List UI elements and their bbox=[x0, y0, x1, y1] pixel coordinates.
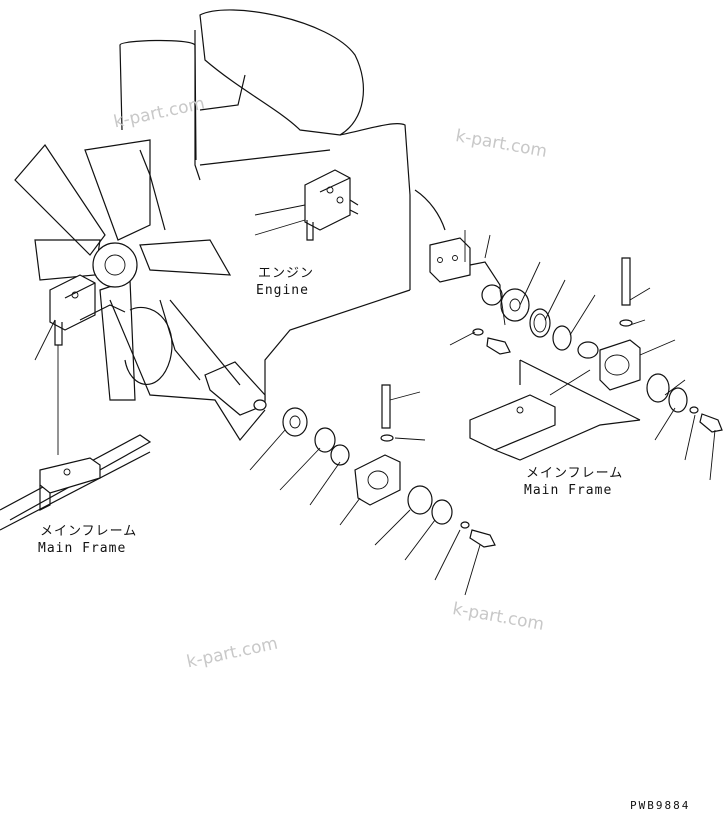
engine-mount-bracket-left bbox=[49, 274, 126, 455]
center-exploded-parts bbox=[282, 384, 496, 548]
bushing-c2 bbox=[330, 444, 350, 466]
main-frame-right-label-jp: メインフレーム bbox=[526, 466, 624, 481]
washer-r3 bbox=[619, 319, 633, 327]
main-frame-right-label-en: Main Frame bbox=[524, 483, 613, 498]
right-exploded-parts bbox=[472, 257, 723, 433]
engine-trunnion-arm bbox=[169, 299, 267, 416]
washer-r4 bbox=[472, 328, 484, 336]
drawing-code: PWB9884 bbox=[630, 799, 691, 812]
engine-label-en: Engine bbox=[256, 283, 309, 298]
bolt-c2 bbox=[469, 529, 496, 548]
washer-r2 bbox=[689, 406, 699, 414]
engine-label-jp: エンジン bbox=[258, 266, 315, 281]
main-frame-right bbox=[469, 359, 641, 461]
cooling-fan bbox=[14, 139, 232, 401]
bushing-c1 bbox=[314, 427, 336, 453]
bolt-r2 bbox=[621, 257, 631, 306]
collar-r1 bbox=[577, 341, 599, 359]
plate-r1 bbox=[668, 387, 688, 413]
bushing-r1 bbox=[529, 308, 551, 338]
seal-c1 bbox=[282, 407, 308, 437]
engine-mount-bracket-top bbox=[304, 169, 359, 241]
bolt-r3 bbox=[486, 337, 511, 355]
cap-c1 bbox=[354, 454, 401, 506]
washer-c2 bbox=[460, 521, 470, 529]
main-frame-left bbox=[0, 434, 152, 531]
engine-outline bbox=[109, 9, 411, 442]
cap-r1 bbox=[599, 339, 641, 391]
washer-r1 bbox=[500, 288, 530, 322]
bolt-r1 bbox=[699, 413, 723, 433]
main-frame-left-label-en: Main Frame bbox=[38, 541, 127, 556]
bushing-r2 bbox=[552, 325, 572, 351]
washer-c1 bbox=[380, 434, 394, 442]
plate-c1 bbox=[431, 499, 453, 525]
seal-c2 bbox=[407, 485, 433, 515]
main-frame-left-label-jp: メインフレーム bbox=[40, 524, 138, 539]
leader-lines bbox=[34, 204, 716, 596]
bolt-c1 bbox=[381, 384, 391, 429]
engine-rear-flange bbox=[414, 189, 503, 306]
seal-r1 bbox=[646, 373, 670, 403]
